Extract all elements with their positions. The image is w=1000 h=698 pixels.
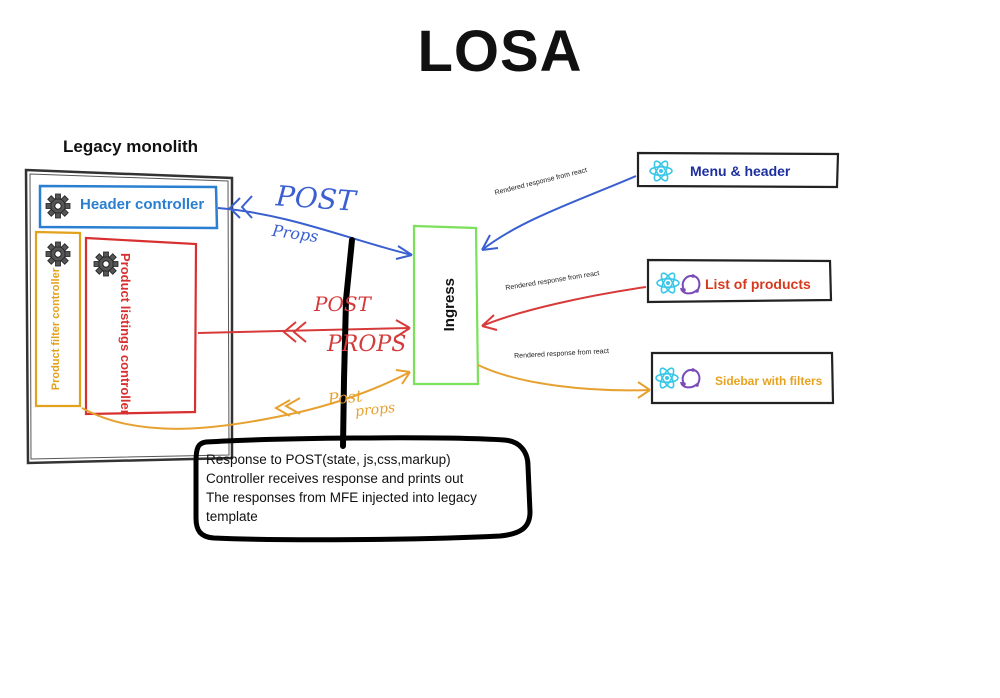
note-text: Response to POST(state, js,css,markup) C… (206, 450, 536, 526)
product-listings-label: Product listings controller (118, 253, 133, 415)
arrow-filter-post (81, 371, 411, 430)
mfe-menu-label: Menu & header (690, 163, 791, 179)
arrow-response-sidebar (477, 364, 651, 392)
react-icon (649, 158, 673, 184)
gear-icon (93, 251, 119, 277)
note-line: Response to POST(state, js,css,markup) (206, 452, 451, 467)
gear-icon (45, 193, 71, 219)
note-line: Controller receives response and prints … (206, 471, 464, 486)
arrow-header-post (217, 207, 413, 256)
product-listings-box (84, 236, 198, 416)
redux-icon (680, 273, 701, 295)
legacy-monolith-box (24, 168, 234, 465)
gear-icon (45, 241, 71, 267)
mfe-sidebar-label: Sidebar with filters (715, 374, 823, 388)
boundary-line (340, 237, 355, 449)
legacy-monolith-label: Legacy monolith (63, 137, 199, 156)
note-bubble (193, 435, 533, 543)
request-post-header: POST (274, 179, 357, 218)
mfe-sidebar-box (650, 351, 835, 405)
arrow-response-menu (481, 175, 637, 251)
product-filter-label: Product filter controller (50, 268, 62, 391)
header-controller-box (38, 184, 219, 230)
ingress-box (412, 224, 480, 386)
mfe-products-label: List of products (705, 276, 811, 292)
ingress-label-wrap: Ingress (420, 230, 478, 380)
react-icon (655, 365, 679, 391)
request-post-listings: POST (314, 292, 371, 316)
react-icon (656, 270, 680, 296)
note-line: template (206, 509, 258, 524)
request-props-listings: PROPS (327, 332, 407, 357)
page-title: LOSA (417, 19, 583, 84)
mfe-menu-box (636, 151, 840, 189)
ingress-label: Ingress (440, 278, 458, 332)
redux-icon (680, 367, 701, 389)
note-line: The responses from MFE injected into leg… (206, 490, 477, 505)
product-filter-box (34, 230, 82, 408)
header-controller-label: Header controller (80, 196, 205, 213)
mfe-products-box (646, 258, 833, 304)
arrow-response-products (481, 286, 647, 327)
arrow-listings-post (197, 327, 411, 334)
